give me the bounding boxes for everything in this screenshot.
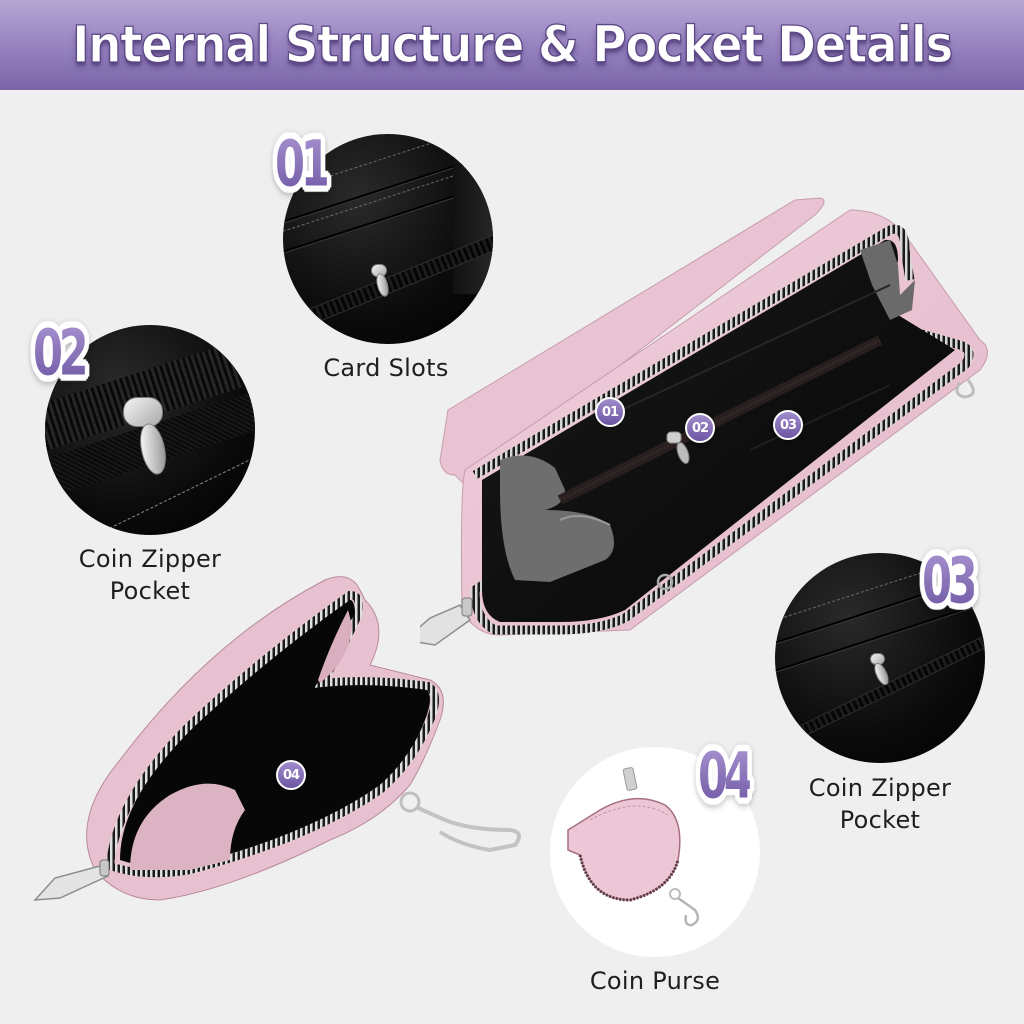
wallet-marker-01: 01: [595, 397, 625, 427]
caption-coin-purse: Coin Purse: [589, 967, 721, 995]
caption-coin-zipper-pocket-right: Coin Zipper Pocket: [808, 774, 952, 834]
open-coin-purse-image: 04: [30, 570, 530, 910]
open-wallet-image: 01 02 03: [403, 190, 1000, 650]
number-badge-01: 01: [275, 127, 331, 202]
number-badge-03: 03: [922, 544, 978, 619]
caption-coin-zipper-pocket-left: Coin Zipper Pocket: [78, 545, 222, 605]
caption-card-slots: Card Slots: [323, 354, 449, 382]
wallet-icon: [403, 197, 988, 646]
card-slots-closeup-icon: [283, 134, 493, 344]
open-coin-purse-icon: [33, 576, 521, 901]
coin-purse-marker-04: 04: [276, 760, 306, 790]
wallet-marker-02: 02: [685, 413, 715, 443]
header-banner: Internal Structure & Pocket Details: [0, 0, 1024, 90]
zipper-slots-closeup-icon: [775, 553, 985, 763]
pink-coin-purse-icon: [567, 767, 700, 927]
zipper-closeup-icon: [45, 325, 255, 535]
page-title: Internal Structure & Pocket Details: [72, 15, 954, 76]
number-badge-02: 02: [33, 316, 89, 391]
wallet-marker-03: 03: [773, 410, 803, 440]
number-badge-04: 04: [698, 739, 754, 814]
